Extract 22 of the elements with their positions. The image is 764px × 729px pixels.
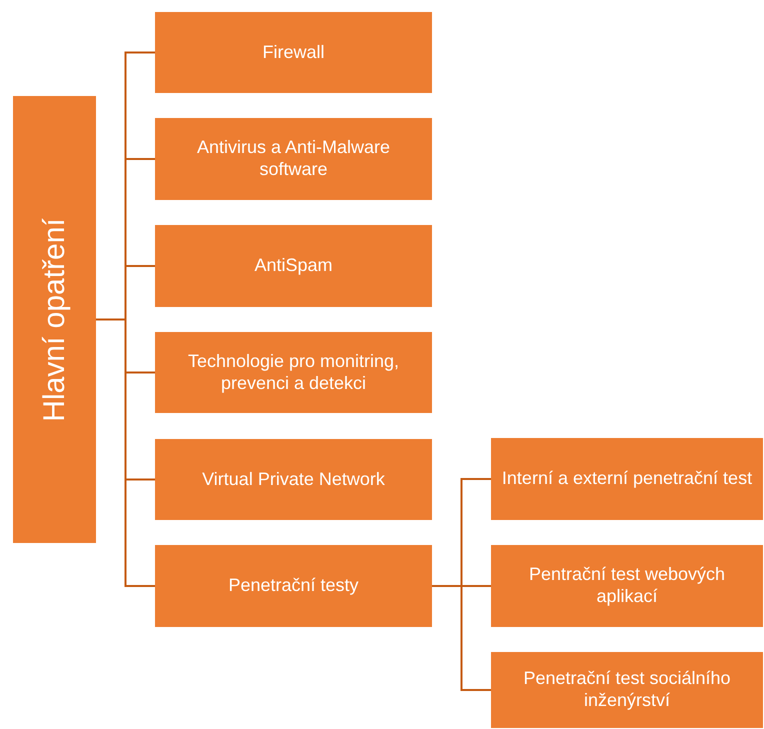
topic-box	[155, 118, 432, 200]
connector-line	[432, 585, 491, 691]
topic-box	[491, 545, 763, 627]
topic-box	[155, 439, 432, 520]
topic-box	[491, 438, 763, 520]
node-label: AntiSpam	[254, 255, 333, 277]
node-label: Penetrační test sociálního inženýrství	[522, 668, 732, 712]
node-label: Firewall	[262, 42, 324, 64]
node-label: Virtual Private Network	[202, 468, 385, 490]
node-label: Pentrační test webových aplikací	[528, 564, 726, 608]
topic-box	[155, 225, 432, 307]
topic-box	[155, 12, 432, 93]
topic-box	[155, 332, 432, 413]
node-label: Hlavní opatření	[36, 218, 72, 422]
connector-line	[96, 318, 155, 587]
topic-box	[491, 652, 763, 728]
node-label: Antivirus a Anti-Malware software	[196, 137, 392, 181]
node-label: Interní a externí penetrační test	[502, 468, 752, 490]
node-label: Technologie pro monitring, prevenci a detekci	[186, 350, 400, 394]
title-bar	[13, 96, 96, 543]
node-label: Penetrační testy	[228, 575, 359, 597]
topic-box	[155, 545, 432, 627]
